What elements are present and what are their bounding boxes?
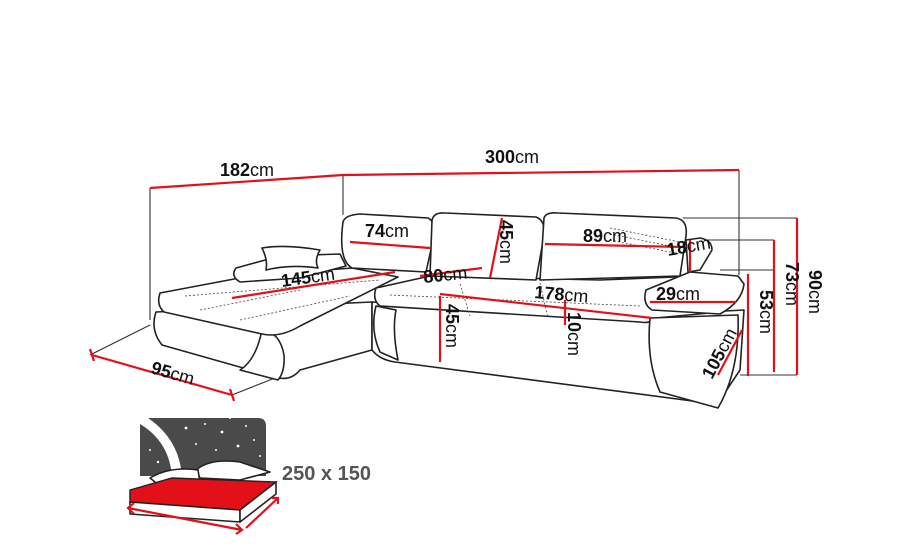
decorative-pillow bbox=[261, 245, 321, 271]
sleeping-area-label: 250 x 150 bbox=[282, 463, 371, 485]
main-roll-left bbox=[372, 305, 399, 361]
label-45-back: 45cm bbox=[496, 220, 516, 264]
label-10: 10cm bbox=[564, 312, 584, 356]
label-89: 89cm bbox=[583, 226, 627, 246]
label-90: 90cm bbox=[805, 270, 825, 314]
label-18: 18cm bbox=[665, 233, 712, 260]
dimension-lines bbox=[88, 168, 799, 402]
backrest-right bbox=[685, 237, 713, 273]
label-95: 95cm bbox=[149, 358, 197, 389]
label-178: 178cm bbox=[534, 282, 590, 307]
label-300: 300cm bbox=[485, 147, 539, 167]
label-45-seat: 45cm bbox=[442, 304, 462, 348]
moon-curve bbox=[140, 418, 182, 478]
chaise-bolster bbox=[232, 253, 347, 283]
chaise-seat bbox=[157, 267, 399, 336]
label-145: 145cm bbox=[280, 264, 336, 291]
label-80: 80cm bbox=[422, 262, 468, 286]
sofa-body bbox=[153, 212, 745, 409]
label-74: 74cm bbox=[365, 221, 409, 241]
stars bbox=[149, 417, 261, 464]
chaise-roll bbox=[239, 329, 285, 381]
label-29: 29cm bbox=[656, 284, 700, 304]
label-182: 182cm bbox=[220, 160, 274, 180]
bed-icon bbox=[126, 417, 280, 535]
label-73: 73cm bbox=[782, 262, 802, 306]
label-53: 53cm bbox=[756, 290, 776, 334]
armrest bbox=[644, 271, 745, 315]
